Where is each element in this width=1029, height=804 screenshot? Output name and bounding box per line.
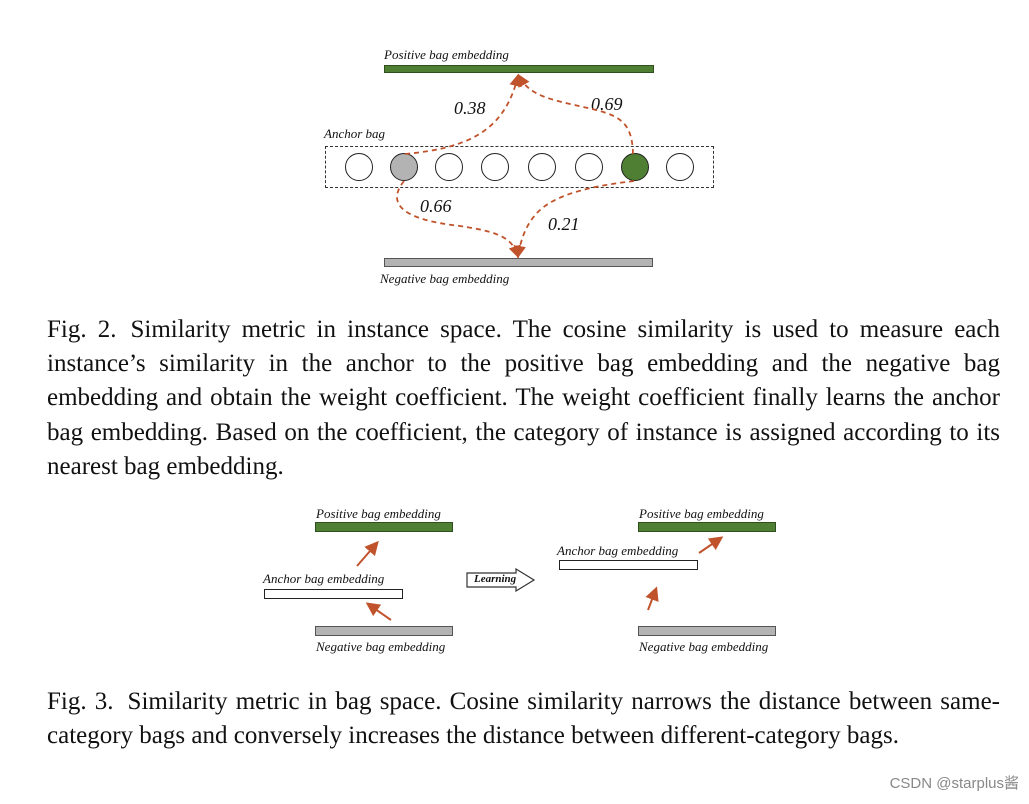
instance-8 bbox=[666, 153, 694, 181]
fig3-caption: Fig. 3.Similarity metric in bag space. C… bbox=[47, 685, 1000, 753]
instance-2-negative-like bbox=[390, 153, 418, 181]
fig2-negative-label: Negative bag embedding bbox=[380, 271, 510, 286]
instance-4 bbox=[481, 153, 509, 181]
similarity-green-positive: 0.69 bbox=[591, 94, 623, 114]
fig3-left-positive-bar bbox=[315, 522, 453, 532]
arrow-left-anchor-to-positive bbox=[356, 540, 379, 567]
instance-7-positive-like bbox=[621, 153, 649, 181]
arrow-right-anchor-to-positive bbox=[698, 536, 724, 554]
curve-green-to-positive bbox=[517, 73, 634, 155]
fig3-right-anchor-label: Anchor bag embedding bbox=[557, 543, 679, 558]
fig3-left-negative-label: Negative bag embedding bbox=[316, 639, 446, 654]
fig2-positive-label: Positive bag embedding bbox=[384, 47, 509, 62]
curve-gray-to-negative bbox=[396, 180, 521, 259]
learning-arrow-icon bbox=[466, 568, 536, 592]
instance-6 bbox=[575, 153, 603, 181]
fig3-left-anchor-bar bbox=[264, 589, 403, 599]
fig3-caption-title: Fig. 3. bbox=[47, 688, 114, 715]
similarity-gray-positive: 0.38 bbox=[454, 98, 486, 118]
fig3-left-negative-bar bbox=[315, 626, 453, 636]
fig2-caption: Fig. 2.Similarity metric in instance spa… bbox=[47, 313, 1000, 484]
fig3-left-positive-label: Positive bag embedding bbox=[316, 506, 441, 521]
fig3-right-positive-label: Positive bag embedding bbox=[639, 506, 764, 521]
fig3-caption-text: Similarity metric in bag space. Cosine s… bbox=[47, 688, 1000, 750]
fig3-left-anchor-label: Anchor bag embedding bbox=[263, 571, 385, 586]
instance-3 bbox=[435, 153, 463, 181]
fig3-right-positive-bar bbox=[638, 522, 776, 532]
similarity-green-negative: 0.21 bbox=[548, 214, 580, 234]
fig2-anchor-label: Anchor bag bbox=[324, 126, 386, 141]
curve-gray-to-positive bbox=[404, 73, 522, 155]
arrow-right-negative-up bbox=[645, 586, 659, 611]
fig2-anchor-bag-box bbox=[325, 146, 714, 188]
fig2-positive-embedding-bar bbox=[384, 65, 654, 73]
fig3-right-anchor-bar bbox=[559, 560, 698, 570]
learning-label: Learning bbox=[474, 573, 517, 585]
instance-1 bbox=[345, 153, 373, 181]
fig3-right-negative-bar bbox=[638, 626, 776, 636]
fig2-caption-text: Similarity metric in instance space. The… bbox=[47, 316, 1000, 480]
fig3-right-negative-label: Negative bag embedding bbox=[639, 639, 769, 654]
fig2-negative-embedding-bar bbox=[384, 258, 653, 267]
fig2-caption-title: Fig. 2. bbox=[47, 316, 117, 343]
watermark: CSDN @starplus酱 bbox=[889, 775, 1019, 792]
similarity-gray-negative: 0.66 bbox=[420, 196, 452, 216]
instance-5 bbox=[528, 153, 556, 181]
curve-green-to-negative bbox=[513, 180, 635, 259]
arrow-left-negative-to-anchor bbox=[365, 602, 392, 621]
